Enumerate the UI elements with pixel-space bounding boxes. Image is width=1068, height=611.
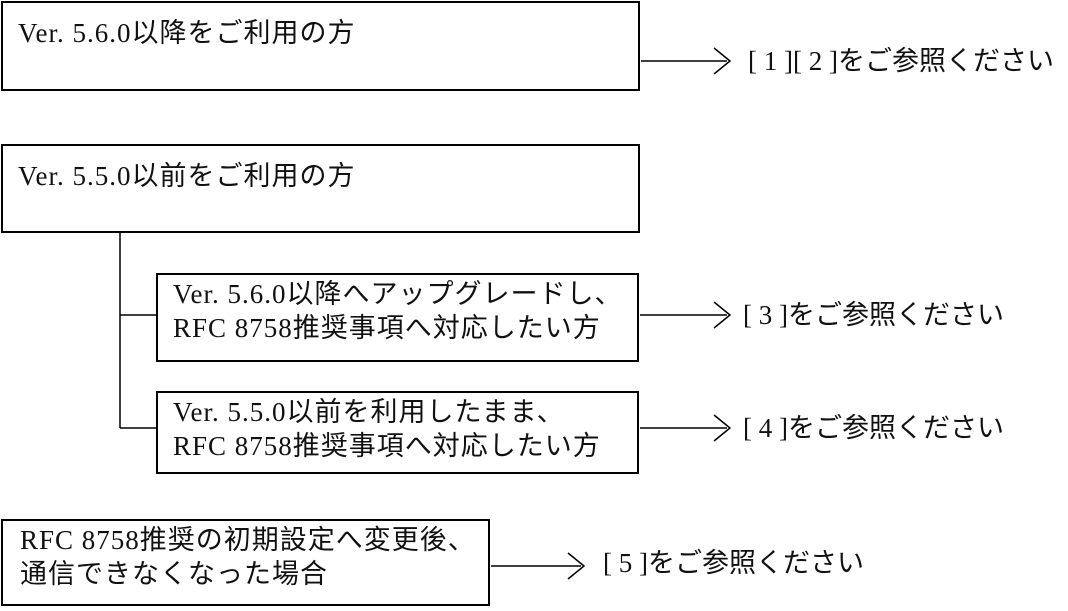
arrow-to-ref-4 — [640, 414, 732, 442]
arrow-to-ref-1-2 — [641, 47, 732, 75]
flow-box-keep-5-5-0: Ver. 5.5.0以前を利用したまま、 RFC 8758推奨事項へ対応したい方 — [156, 391, 639, 474]
flow-box-label-line2: RFC 8758推奨事項へ対応したい方 — [173, 431, 601, 461]
flow-box-label-line1: Ver. 5.5.0以前を利用したまま、 — [173, 397, 565, 427]
reference-label-4: [ 4 ]をご参照ください — [743, 413, 1004, 443]
arrowhead-icon — [713, 301, 732, 329]
flow-box-label: Ver. 5.6.0以降をご利用の方 — [18, 18, 356, 48]
reference-label-1-2: [ 1 ][ 2 ]をご参照ください — [748, 46, 1054, 76]
flow-box-upgrade-to-5-6-0: Ver. 5.6.0以降へアップグレードし、 RFC 8758推奨事項へ対応した… — [156, 273, 639, 362]
flow-box-label: Ver. 5.5.0以前をご利用の方 — [18, 161, 356, 191]
flow-box-ver-5-6-0-users: Ver. 5.6.0以降をご利用の方 — [1, 1, 640, 91]
flow-box-ver-5-5-0-users: Ver. 5.5.0以前をご利用の方 — [1, 144, 640, 233]
arrow-to-ref-3 — [640, 301, 732, 329]
reference-label-3: [ 3 ]をご参照ください — [743, 300, 1004, 330]
connector-trunk-ver550 — [119, 233, 157, 429]
arrowhead-icon — [713, 47, 732, 75]
reference-label-5: [ 5 ]をご参照ください — [603, 548, 864, 578]
arrow-to-ref-5 — [491, 552, 586, 580]
flow-box-label-line1: RFC 8758推奨の初期設定へ変更後、 — [20, 525, 476, 555]
flow-box-communication-trouble: RFC 8758推奨の初期設定へ変更後、 通信できなくなった場合 — [1, 519, 490, 606]
arrowhead-icon — [567, 552, 586, 580]
flow-box-label-line1: Ver. 5.6.0以降へアップグレードし、 — [173, 279, 623, 309]
flow-box-label-line2: 通信できなくなった場合 — [20, 559, 328, 589]
flow-box-label-line2: RFC 8758推奨事項へ対応したい方 — [173, 313, 601, 343]
arrowhead-icon — [713, 414, 732, 442]
